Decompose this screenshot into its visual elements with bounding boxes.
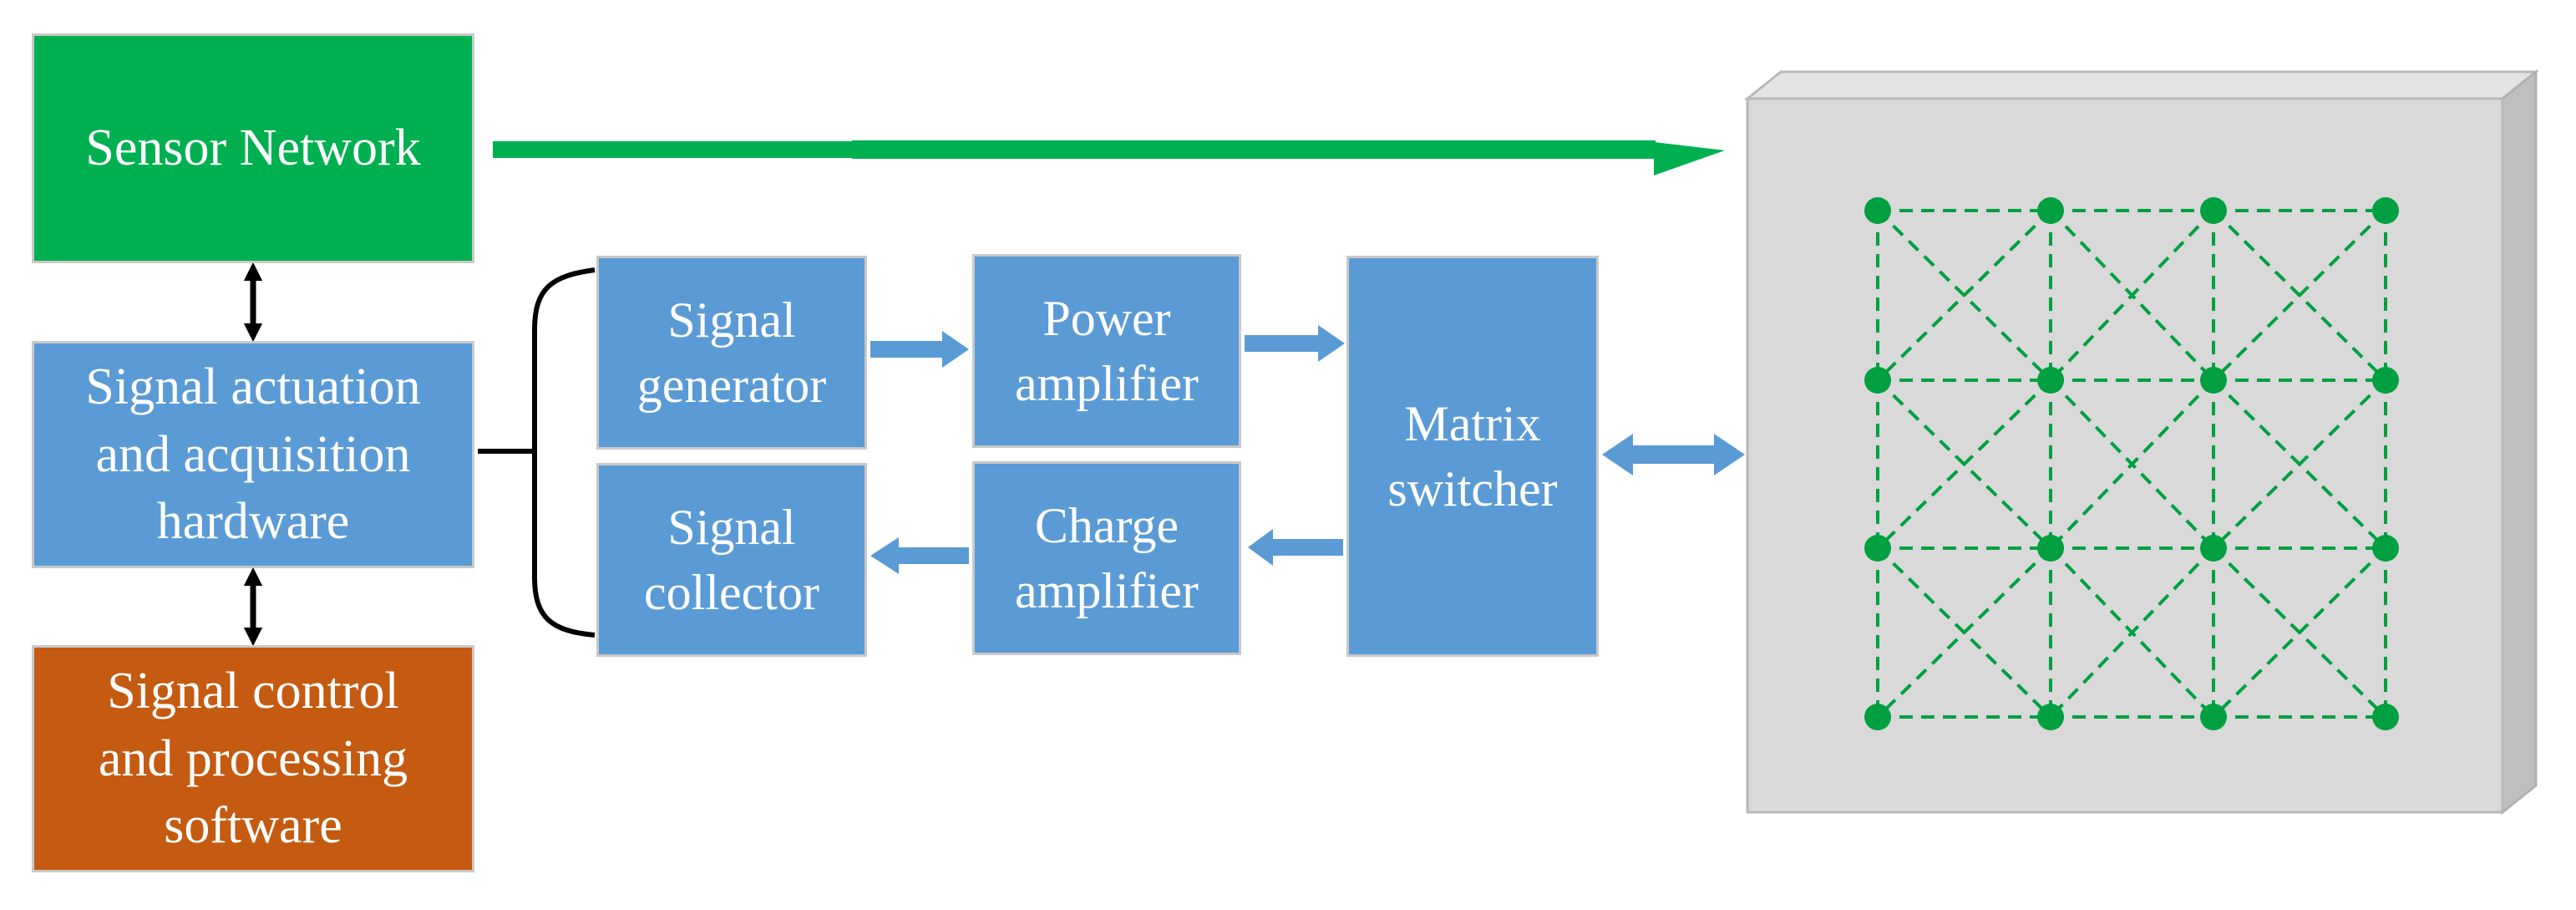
power-amplifier-label-line1: Power	[1042, 291, 1171, 346]
signal-collector-label-line1: Signal	[667, 500, 796, 555]
sensor-path-diagonal	[2049, 209, 2215, 382]
sensor-node	[2372, 197, 2399, 224]
sensor-node	[1864, 704, 1891, 730]
sensor-node	[2200, 197, 2227, 224]
matrix-to-charge-arrow	[1248, 529, 1343, 566]
matrix-plate-double-arrow	[1602, 434, 1745, 475]
signal-generator-label-line2: generator	[636, 358, 827, 413]
charge-to-collector-arrow	[870, 537, 969, 574]
actuation-hardware-label-line2: and acquisition	[95, 425, 411, 483]
signal-generator-label-line1: Signal	[667, 292, 796, 348]
sensor-path-diagonal	[1876, 547, 2052, 719]
plate-side-face	[2501, 69, 2538, 816]
sensor-network-grid	[1864, 197, 2399, 730]
control-software-label-line3: software	[164, 797, 342, 855]
sensor-node	[2037, 704, 2064, 730]
sensor-node	[1864, 367, 1891, 394]
power-amplifier-box: Power amplifier	[972, 254, 1241, 448]
control-software-box: Signal control and processing software	[32, 645, 474, 872]
charge-amplifier-box: Charge amplifier	[972, 461, 1241, 655]
control-software-label-line1: Signal control	[107, 663, 399, 720]
sensor-node	[1864, 197, 1891, 224]
sensor-node	[2200, 535, 2227, 562]
charge-amplifier-label-line1: Charge	[1034, 498, 1179, 553]
signal-collector-box: Signal collector	[596, 463, 867, 657]
actuation-hardware-box: Signal actuation and acquisition hardwar…	[32, 341, 474, 568]
matrix-switcher-label-line1: Matrix	[1404, 396, 1541, 451]
sensor-path-diagonal	[2049, 547, 2215, 719]
matrix-switcher-box: Matrix switcher	[1346, 256, 1599, 657]
sensor-path-diagonal	[2212, 209, 2387, 382]
sensor-node	[2037, 367, 2064, 394]
control-software-label-line2: and processing	[98, 730, 408, 787]
sensor-node	[2372, 704, 2399, 730]
sensor-path-diagonal	[1876, 209, 2052, 382]
signal-generator-box: Signal generator	[596, 256, 867, 450]
sensor-to-plate-arrow	[493, 140, 1725, 175]
power-amplifier-label-line2: amplifier	[1015, 356, 1199, 411]
charge-amplifier-label-line2: amplifier	[1015, 563, 1199, 618]
sensor-network-label: Sensor Network	[85, 119, 421, 177]
power-to-matrix-arrow	[1245, 325, 1345, 362]
actuation-hardware-label-line3: hardware	[156, 493, 350, 551]
sensor-node	[1864, 535, 1891, 562]
plate-top-face	[1743, 70, 2540, 100]
sensor-node	[2200, 704, 2227, 730]
sensor-path-diagonal	[2212, 547, 2387, 719]
sensor-path-diagonal	[2212, 379, 2387, 550]
structure-plate	[1743, 69, 2540, 816]
hardware-brace	[478, 267, 596, 638]
sensor-node	[2372, 535, 2399, 562]
actuation-hardware-label-line1: Signal actuation	[85, 358, 421, 416]
sensor-node	[2037, 535, 2064, 562]
sensor-path-diagonal	[2049, 379, 2215, 550]
sensor-node	[2200, 367, 2227, 394]
sensor-node	[2037, 197, 2064, 224]
signal-collector-label-line2: collector	[644, 565, 819, 620]
generator-to-power-arrow	[870, 331, 969, 368]
matrix-switcher-label-line2: switcher	[1387, 461, 1558, 516]
sensor-path-diagonal	[1876, 379, 2052, 550]
sensor-network-box: Sensor Network	[32, 33, 474, 263]
sensor-node	[2372, 367, 2399, 394]
